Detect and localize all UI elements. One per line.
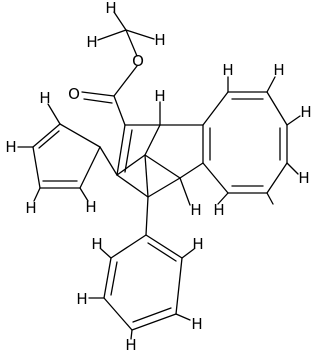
bond-left-h-1 xyxy=(47,103,61,125)
atom-h-left-4: H xyxy=(85,198,96,216)
bond-left-ring-6 xyxy=(79,146,101,189)
bond-left-h-4 xyxy=(79,187,89,202)
bond-fused-2 xyxy=(202,91,229,126)
atom-h-bottom-2: H xyxy=(192,235,203,253)
atom-h-left-1: H xyxy=(39,89,50,107)
bond-fused-h-2 xyxy=(266,76,276,93)
atom-h-ring-top: H xyxy=(154,87,165,105)
bicyclic-core xyxy=(116,101,204,206)
bond-bottom-h-1 xyxy=(100,248,112,259)
bond-core-5 xyxy=(116,154,146,176)
atom-h-right-4: H xyxy=(298,169,309,187)
atom-h-bottom-3: H xyxy=(76,290,87,308)
bond-h-methyl-3 xyxy=(125,29,155,40)
bond-bottom-ring-3 xyxy=(103,257,112,299)
atom-o-ester: O xyxy=(132,52,144,70)
bond-left-ring-3 xyxy=(32,123,61,148)
bond-o-carbonyl-c xyxy=(113,65,138,97)
atom-labels: H H H O O H H H H H H H H H H H H H H H … xyxy=(5,0,311,353)
bond-core-8 xyxy=(144,154,181,179)
bond-bottom-ring-5b xyxy=(132,307,172,323)
atom-h-right-3: H xyxy=(300,103,311,121)
bond-bottom-ring-2 xyxy=(145,234,183,259)
bond-h-methyl-1 xyxy=(113,11,127,31)
bond-bottom-ring-5 xyxy=(131,313,177,331)
atom-h-right-2: H xyxy=(273,61,284,79)
bond-core-7 xyxy=(144,154,149,198)
bond-core-6 xyxy=(116,174,149,198)
bond-bottom-ring-2b xyxy=(147,242,177,262)
atom-h-methyl-2: H xyxy=(86,33,97,51)
atom-h-bridge: H xyxy=(190,201,201,219)
bond-core-11 xyxy=(179,177,191,206)
bond-bottom-ring-6 xyxy=(175,257,183,315)
bottom-phenyl-ring xyxy=(88,196,195,340)
bond-fused-8 xyxy=(202,162,229,194)
atom-h-left-2: H xyxy=(5,138,16,156)
bond-bottom-ring-4 xyxy=(103,297,133,331)
atom-h-bottom-1: H xyxy=(91,235,102,253)
bond-bottom-link xyxy=(145,196,149,236)
bond-fused-6 xyxy=(266,162,288,194)
bond-left-ring-4 xyxy=(32,146,41,189)
atom-h-right-1: H xyxy=(222,61,233,79)
atom-h-bottom-5: H xyxy=(125,336,136,353)
bond-bottom-ring-3b xyxy=(110,261,118,296)
methyl-ester-group xyxy=(81,11,155,126)
bond-left-h-3 xyxy=(33,187,41,202)
bond-carbonyl-double-b xyxy=(83,98,113,104)
bond-left-ring-1 xyxy=(99,146,118,176)
bond-alkene-outer xyxy=(116,124,126,176)
bond-fused-h-5 xyxy=(266,192,274,205)
atom-o-carbonyl: O xyxy=(68,85,80,103)
bond-bottom-h-2 xyxy=(181,248,195,259)
bond-left-ring-2 xyxy=(59,123,101,148)
atom-h-left-3: H xyxy=(25,199,36,217)
bond-bottom-h-4 xyxy=(175,313,191,321)
bond-bottom-ring-1 xyxy=(110,234,147,259)
bond-alkene-inner xyxy=(124,129,133,173)
bond-fused-h-6 xyxy=(217,192,229,205)
bond-fused-h-3 xyxy=(286,115,301,126)
atom-h-bottom-4: H xyxy=(191,315,202,333)
bond-core-10 xyxy=(179,162,204,179)
atom-h-methyl-3: H xyxy=(154,31,165,49)
bond-left-ring-3b xyxy=(38,130,60,149)
bond-fused-h-4 xyxy=(286,162,299,175)
left-phenyl-ring xyxy=(17,103,118,202)
bond-bottom-h-5 xyxy=(130,329,133,340)
bond-carbonyl-ring xyxy=(113,95,126,126)
fused-benzene-ring xyxy=(202,76,301,205)
bond-core-9 xyxy=(147,177,181,198)
bond-carbonyl-double-a xyxy=(81,91,115,97)
bond-core-4 xyxy=(144,124,161,156)
bond-h-methyl-2 xyxy=(97,29,127,41)
atom-h-left-5: H xyxy=(213,201,224,219)
bond-fused-4 xyxy=(266,91,288,126)
bond-methyl-o xyxy=(125,29,138,57)
atom-h-methyl-1: H xyxy=(105,0,116,17)
